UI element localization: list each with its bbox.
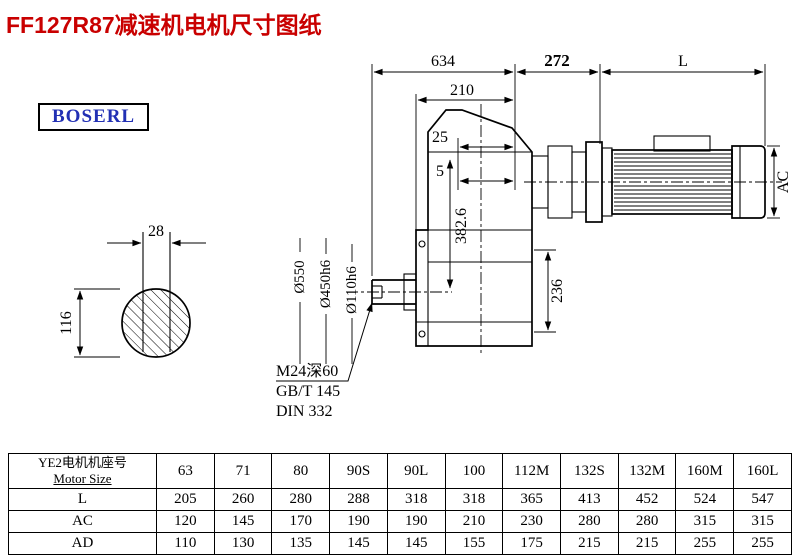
- dia-110-label: Ø110h6: [344, 266, 360, 314]
- value-cell: 170: [271, 510, 331, 533]
- row-label: AC: [8, 510, 157, 533]
- value-cell: 230: [502, 510, 562, 533]
- dim-236: 236: [549, 279, 566, 303]
- note-gb-standard: GB/T 145: [276, 383, 340, 400]
- dia-550-label: Ø550: [292, 260, 308, 293]
- value-cell: 452: [617, 488, 677, 511]
- dim-272: 272: [544, 51, 570, 70]
- value-cell: 280: [271, 488, 331, 511]
- table-row-AD: AD 110 130 135 145 145 155 175 215 215 2…: [8, 532, 792, 555]
- value-cell: 365: [502, 488, 562, 511]
- size-col-header: 80: [271, 453, 331, 489]
- value-cell: 315: [733, 510, 792, 533]
- value-cell: 145: [329, 532, 388, 555]
- size-col-header: 160M: [675, 453, 735, 489]
- value-cell: 318: [386, 488, 446, 511]
- dim-AC: AC: [775, 171, 792, 193]
- technical-drawing: 28 116 634 272 L 210 25 5: [58, 51, 792, 420]
- dim-28: 28: [148, 223, 164, 240]
- gearbox-body: [415, 104, 533, 356]
- value-cell: 145: [213, 510, 273, 533]
- dim-25: 25: [432, 129, 448, 146]
- value-cell: 280: [560, 510, 619, 533]
- value-cell: 280: [617, 510, 677, 533]
- value-cell: 288: [329, 488, 388, 511]
- size-col-header: 71: [213, 453, 273, 489]
- value-cell: 260: [213, 488, 273, 511]
- size-col-header: 90S: [329, 453, 388, 489]
- size-col-header: 112M: [502, 453, 562, 489]
- table-row-L: L 205 260 280 288 318 318 365 413 452 52…: [8, 488, 792, 511]
- size-col-header: 132S: [560, 453, 619, 489]
- value-cell: 190: [329, 510, 388, 533]
- dim-634: 634: [431, 53, 455, 70]
- dim-210: 210: [450, 82, 474, 99]
- motor-terminal-box: [653, 135, 711, 152]
- value-cell: 130: [213, 532, 273, 555]
- value-cell: 120: [156, 510, 215, 533]
- value-cell: 413: [560, 488, 619, 511]
- value-cell: 110: [156, 532, 215, 555]
- size-col-header: 100: [444, 453, 504, 489]
- left-section-view: 28 116: [58, 223, 206, 358]
- top-dimension-chain: 634 272 L 210 25 5: [371, 51, 766, 276]
- shaft-section-circle: [121, 288, 191, 358]
- value-cell: 175: [502, 532, 562, 555]
- row-label: AD: [8, 532, 157, 555]
- motor-size-header-cn: YE2电机机座号: [38, 455, 127, 471]
- value-cell: 524: [675, 488, 735, 511]
- motor-size-table: YE2电机机座号 Motor Size 63 71 80 90S 90L 100…: [8, 453, 792, 555]
- value-cell: 255: [733, 532, 792, 555]
- dim-5: 5: [436, 163, 444, 180]
- value-cell: 318: [444, 488, 504, 511]
- size-col-header: 160L: [733, 453, 792, 489]
- size-col-header: 132M: [617, 453, 677, 489]
- value-cell: 205: [156, 488, 215, 511]
- size-col-header: 90L: [386, 453, 446, 489]
- motor-cooling-fins: [614, 153, 731, 211]
- motor-assembly: AC: [524, 135, 792, 223]
- value-cell: 210: [444, 510, 504, 533]
- table-header-row: YE2电机机座号 Motor Size 63 71 80 90S 90L 100…: [8, 453, 792, 489]
- value-cell: 135: [271, 532, 331, 555]
- row-label: L: [8, 488, 157, 511]
- output-shaft: [346, 273, 452, 311]
- value-cell: 547: [733, 488, 792, 511]
- motor-fan-cowl: [731, 145, 766, 219]
- vertical-dimensions: 382.6 236: [446, 159, 566, 333]
- value-cell: 315: [675, 510, 735, 533]
- motor-size-header-en: Motor Size: [53, 471, 112, 486]
- motor-size-header: YE2电机机座号 Motor Size: [8, 453, 157, 489]
- note-thread: M24深60: [276, 362, 338, 380]
- value-cell: 255: [675, 532, 735, 555]
- table-row-AC: AC 120 145 170 190 190 210 230 280 280 3…: [8, 510, 792, 533]
- diameter-labels: Ø550 Ø450h6 Ø110h6: [292, 238, 360, 364]
- value-cell: 215: [617, 532, 677, 555]
- value-cell: 215: [560, 532, 619, 555]
- dia-450-label: Ø450h6: [318, 259, 334, 308]
- value-cell: 190: [386, 510, 446, 533]
- size-col-header: 63: [156, 453, 215, 489]
- thread-note: M24深60 GB/T 145 DIN 332: [276, 302, 373, 420]
- note-din-standard: DIN 332: [276, 403, 332, 420]
- dim-116: 116: [58, 311, 75, 334]
- brand-logo: BOSERL: [38, 103, 150, 131]
- value-cell: 145: [386, 532, 446, 555]
- page-title: FF127R87减速机电机尺寸图纸: [6, 12, 322, 38]
- value-cell: 155: [444, 532, 504, 555]
- dim-L: L: [678, 53, 688, 70]
- dim-382-6: 382.6: [453, 208, 470, 244]
